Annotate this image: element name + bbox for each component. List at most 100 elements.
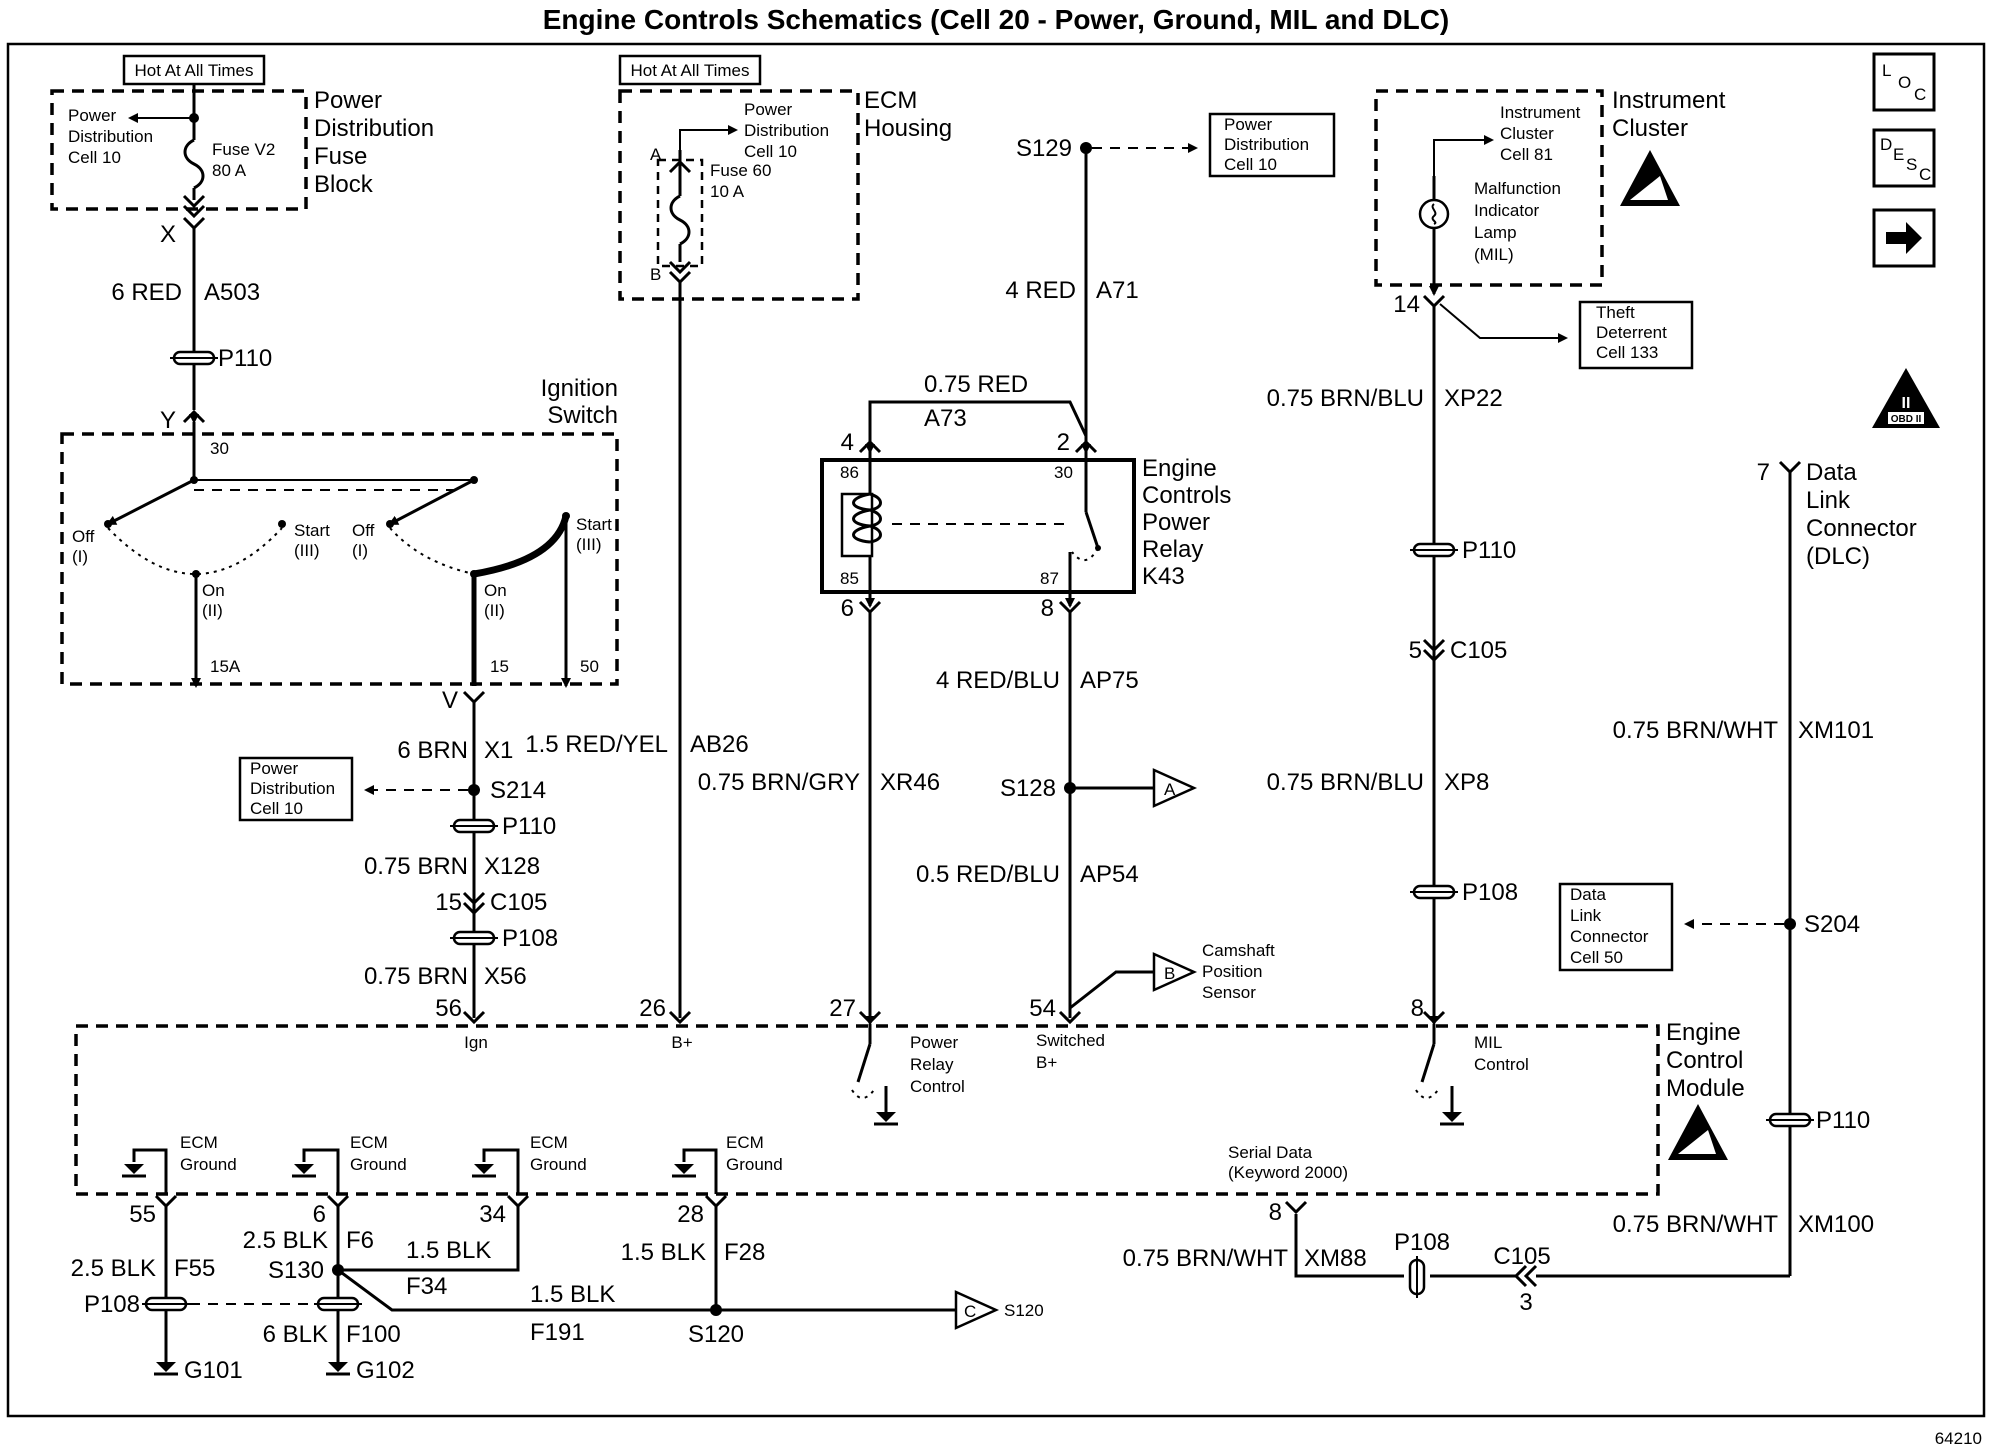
description-icon[interactable]: D E S C	[1872, 128, 1936, 188]
splice-s204-label: S204	[1804, 911, 1860, 938]
ecm-ground-55-wire	[132, 1148, 168, 1194]
dlc-pin-7-chevron	[1778, 460, 1802, 475]
flag-c-label: C	[964, 1302, 976, 1321]
wire-ap75-circuit: AP75	[1080, 667, 1139, 694]
location-icon-c: C	[1914, 85, 1926, 104]
ecm-pin-8-serial: 8	[1269, 1199, 1282, 1226]
flag-b-label: B	[1164, 964, 1175, 983]
ecm-ground-34-wire	[482, 1148, 520, 1194]
relay-pin-4: 4	[841, 429, 854, 456]
mil-pin-14: 14	[1393, 291, 1420, 318]
wire-x128-size: 0.75 BRN	[364, 853, 468, 880]
connector-p108-label-g: P108	[84, 1291, 140, 1318]
obd-ii-label-box	[1888, 412, 1924, 424]
ecm-pin-54-chevron	[1058, 1010, 1082, 1025]
ecm-bplus-label: B+	[671, 1033, 692, 1052]
serial-data-label: Serial Data(Keyword 2000)	[1228, 1143, 1348, 1182]
terminal-30-label: 30	[210, 439, 229, 458]
figure-number: 64210	[1935, 1429, 1982, 1448]
wire-x128-circuit: X128	[484, 853, 540, 880]
s204-ref-box	[1558, 882, 1674, 972]
ecm-pin-56-label: 56	[435, 995, 462, 1022]
ground-circuits: 2.5 BLK F55 P108 G101 2.5 BLK F6 S130 1.…	[71, 1206, 1044, 1384]
diagram-border	[6, 42, 1986, 1418]
hot-at-all-times-label-1: Hot At All Times	[134, 61, 253, 80]
hot-at-all-times-label-2: Hot At All Times	[630, 61, 749, 80]
ecm-pin-26-chevron	[668, 1010, 692, 1025]
splice-s120-label: S120	[688, 1321, 744, 1348]
g102-ground-icon	[328, 1362, 348, 1372]
terminal-x-chevron	[182, 216, 206, 231]
output-50-label: 50	[580, 657, 599, 676]
mil-switch-arm	[1420, 1043, 1436, 1083]
relay-term-86: 86	[840, 463, 859, 482]
ecm-pin-34-chevron	[506, 1194, 530, 1209]
left-off-contact	[104, 520, 112, 528]
wire-xm88	[1294, 1214, 1404, 1278]
c105-pin-15: 15	[435, 889, 462, 916]
ecm-housing-dashed-box	[618, 89, 860, 301]
relay-pin-2: 2	[1057, 429, 1070, 456]
prc-switch-arm	[856, 1043, 872, 1083]
ecm-dashed-box	[74, 1024, 1660, 1196]
mil-switch-arc	[1415, 1089, 1439, 1099]
arrow-right-icon[interactable]	[1872, 208, 1936, 268]
fuse-v2-symbol	[183, 138, 205, 190]
theft-ref-box	[1578, 300, 1694, 370]
left-start-contact	[278, 520, 286, 528]
connector-p110-label-4: P110	[1816, 1107, 1870, 1134]
cam-sensor-wire	[1069, 970, 1154, 1010]
splice-s130-label: S130	[268, 1257, 324, 1284]
ecm-pin-55: 55	[129, 1201, 156, 1228]
ecm-ground-6-wire	[302, 1148, 340, 1194]
output-15-label: 15	[490, 657, 509, 676]
wire-f28-circuit: F28	[724, 1239, 765, 1266]
wire-ap75-size: 4 RED/BLU	[936, 667, 1060, 694]
mil-lamp-filament	[1431, 203, 1437, 225]
wire-f6-circuit: F6	[346, 1227, 374, 1254]
relay-pin-6: 6	[841, 595, 854, 622]
terminal-v-label: V	[442, 687, 458, 714]
wire-x56-circuit: X56	[484, 963, 527, 990]
wire-ab26-circuit: AB26	[690, 731, 749, 758]
flag-c-ref: S120	[1004, 1301, 1044, 1320]
wire-a73	[868, 400, 1088, 452]
left-start-label: Start(III)	[294, 521, 330, 560]
mil-ground-icon	[1442, 1112, 1462, 1122]
ecm-pin-55-chevron	[154, 1194, 178, 1209]
left-contact-arm	[106, 478, 195, 526]
wire-f34	[338, 1206, 520, 1272]
connector-p110-label-2: P110	[502, 813, 556, 840]
ecm-pin-27-label: 27	[829, 995, 856, 1022]
ecm-ign-label: Ign	[464, 1033, 488, 1052]
wire-xp8-circuit: XP8	[1444, 769, 1489, 796]
output-15a-label: 15A	[210, 657, 241, 676]
wire-ab26-size: 1.5 RED/YEL	[525, 731, 668, 758]
ecm-pin-54-label: 54	[1029, 995, 1056, 1022]
location-icon[interactable]: L O C	[1872, 52, 1936, 112]
connector-p108-label-3: P108	[1394, 1229, 1450, 1256]
c105-label-3: C105	[1493, 1243, 1550, 1270]
wire-f34-size: 1.5 BLK	[406, 1237, 491, 1264]
wire-a71-circuit: A71	[1096, 277, 1139, 304]
wire-f100-size: 6 BLK	[263, 1321, 328, 1348]
ecm-ground-28-wire	[682, 1148, 718, 1194]
